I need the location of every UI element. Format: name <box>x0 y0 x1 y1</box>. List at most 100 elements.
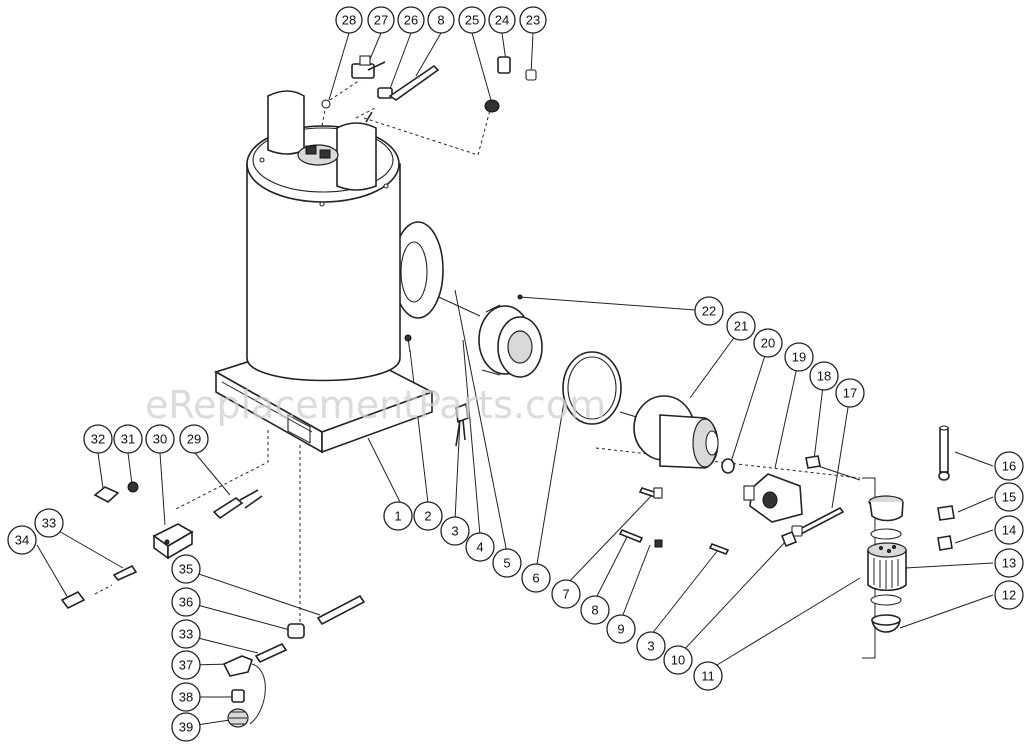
callout-1: 1 <box>383 501 413 531</box>
callout-39: 39 <box>171 712 201 742</box>
callout-8-top: 8 <box>427 6 455 34</box>
svg-text:10: 10 <box>671 653 685 668</box>
callout-3-left: 3 <box>440 516 470 546</box>
callout-19: 19 <box>784 342 814 372</box>
bolt-3b <box>708 542 730 556</box>
line-17 <box>796 506 845 536</box>
callout-23: 23 <box>519 6 547 34</box>
callout-22: 22 <box>694 296 724 326</box>
svg-text:8: 8 <box>591 603 598 618</box>
svg-text:29: 29 <box>187 432 201 447</box>
svg-text:13: 13 <box>1002 556 1016 571</box>
callout-24: 24 <box>488 6 516 34</box>
part-26 <box>377 87 393 99</box>
part-38 <box>231 689 245 703</box>
svg-text:2: 2 <box>424 509 431 524</box>
part-36 <box>287 623 305 639</box>
part-23 <box>525 69 537 81</box>
top-fittings <box>321 55 537 123</box>
svg-text:1: 1 <box>394 509 401 524</box>
callout-8-mid: 8 <box>580 595 610 625</box>
fitting-18 <box>805 455 821 469</box>
svg-text:19: 19 <box>792 350 806 365</box>
callout-13: 13 <box>994 548 1024 578</box>
svg-text:33: 33 <box>42 516 56 531</box>
callout-28: 28 <box>335 6 363 34</box>
svg-text:18: 18 <box>817 369 831 384</box>
callout-33-bottom: 33 <box>171 619 201 649</box>
svg-text:7: 7 <box>562 587 569 602</box>
callout-30: 30 <box>145 424 175 454</box>
callout-labels: 28 27 26 8 25 24 23 22 21 20 19 18 17 16… <box>7 6 1024 742</box>
svg-text:21: 21 <box>734 319 748 334</box>
callout-25: 25 <box>458 6 486 34</box>
svg-text:6: 6 <box>532 571 539 586</box>
heater-tank-assembly <box>214 90 444 454</box>
filter-rod <box>939 427 949 473</box>
callout-34: 34 <box>7 525 37 555</box>
svg-text:26: 26 <box>404 13 418 28</box>
part-25 <box>484 99 500 113</box>
svg-text:33: 33 <box>179 627 193 642</box>
part-24 <box>497 56 511 74</box>
nut-9 <box>654 539 663 548</box>
svg-text:27: 27 <box>374 13 388 28</box>
callout-36: 36 <box>171 587 201 617</box>
svg-text:39: 39 <box>179 720 193 735</box>
svg-text:5: 5 <box>503 556 510 571</box>
part-27 <box>351 63 375 79</box>
svg-text:9: 9 <box>617 622 624 637</box>
callout-4: 4 <box>465 532 495 562</box>
coupler <box>721 458 735 474</box>
part-28 <box>321 99 331 109</box>
callout-10: 10 <box>663 645 693 675</box>
svg-text:28: 28 <box>342 13 356 28</box>
svg-text:32: 32 <box>91 432 105 447</box>
callout-38: 38 <box>171 682 201 712</box>
part-35 <box>316 594 366 626</box>
callout-3-right: 3 <box>636 631 666 661</box>
bolt-8 <box>618 528 644 544</box>
callout-14: 14 <box>994 515 1024 545</box>
callout-16: 16 <box>994 451 1024 481</box>
callout-37: 37 <box>171 650 201 680</box>
callout-9: 9 <box>606 614 636 644</box>
svg-text:12: 12 <box>1002 588 1016 603</box>
callout-21: 21 <box>726 311 756 341</box>
svg-text:4: 4 <box>476 540 483 555</box>
filter-assembly <box>867 425 955 633</box>
svg-text:37: 37 <box>179 658 193 673</box>
svg-text:23: 23 <box>526 13 540 28</box>
part-32 <box>93 486 120 503</box>
svg-text:25: 25 <box>465 13 479 28</box>
svg-text:20: 20 <box>761 336 775 351</box>
svg-text:3: 3 <box>451 524 458 539</box>
svg-text:11: 11 <box>701 669 715 684</box>
part-33b <box>254 642 288 664</box>
part-29 <box>212 497 244 520</box>
callout-33-left: 33 <box>34 508 64 538</box>
callout-11: 11 <box>693 661 723 691</box>
callout-27: 27 <box>367 6 395 34</box>
callout-15: 15 <box>994 482 1024 512</box>
callout-17: 17 <box>835 378 865 408</box>
part-4 <box>455 402 469 424</box>
svg-text:22: 22 <box>702 304 716 319</box>
watermark: eReplacementParts.com <box>145 383 606 427</box>
svg-text:36: 36 <box>179 595 193 610</box>
callout-35: 35 <box>171 554 201 584</box>
callout-31: 31 <box>113 424 143 454</box>
callout-29: 29 <box>179 424 209 454</box>
leader-lines <box>36 32 994 727</box>
part-15 <box>937 505 955 521</box>
svg-text:15: 15 <box>1002 490 1016 505</box>
part-31 <box>127 481 139 493</box>
base-fasteners <box>404 334 469 447</box>
svg-text:35: 35 <box>179 562 193 577</box>
svg-text:14: 14 <box>1002 523 1016 538</box>
svg-text:3: 3 <box>647 639 654 654</box>
part-8-top <box>388 64 440 101</box>
callout-12: 12 <box>994 580 1024 610</box>
callout-20: 20 <box>753 328 783 358</box>
